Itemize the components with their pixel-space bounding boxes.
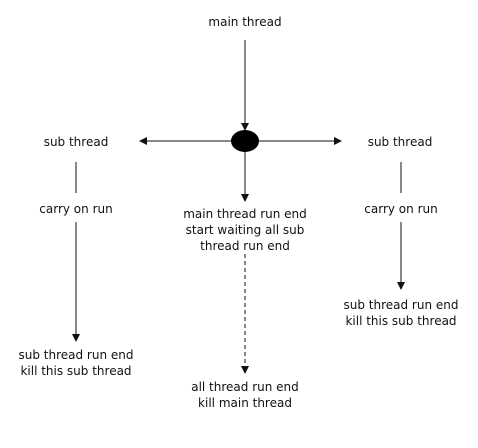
right-carry-on-label: carry on run [364,202,438,216]
fork-node [231,130,259,152]
main-end-line: start waiting all sub [185,223,305,237]
main-end-line: main thread run end [183,207,307,221]
final-text: all thread run end kill main thread [191,379,299,411]
main-end-text: main thread run end start waiting all su… [183,206,307,254]
left-carry-on-label: carry on run [39,202,113,216]
right-end-line: sub thread run end [343,298,459,312]
right-end-text: sub thread run end kill this sub thread [343,297,458,329]
left-end-text: sub thread run end kill this sub thread [18,347,133,379]
right-end-line: kill this sub thread [345,314,457,328]
final-line: all thread run end [191,380,299,394]
final-line: kill main thread [198,396,292,410]
left-end-line: kill this sub thread [20,364,132,378]
left-end-line: sub thread run end [18,348,134,362]
left-sub-thread-label: sub thread [43,135,109,149]
main-end-line: thread run end [200,239,290,253]
right-sub-thread-label: sub thread [367,135,433,149]
main-thread-label: main thread [208,15,282,29]
